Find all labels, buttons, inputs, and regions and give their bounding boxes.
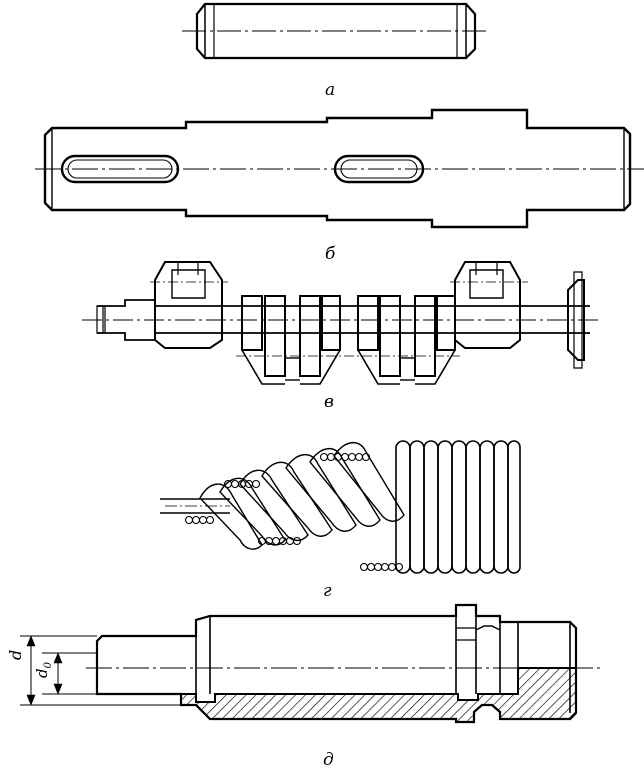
caption-d: д xyxy=(323,750,334,770)
caption-v: в xyxy=(324,392,334,412)
dimension-inner-diameter-label: d0 xyxy=(33,662,54,678)
crankshaft-drawing xyxy=(82,261,600,385)
inner-diameter-subscript: 0 xyxy=(43,662,54,669)
outer-diameter-letter: d xyxy=(6,649,25,660)
caption-g: г xyxy=(323,581,332,601)
caption-b: б xyxy=(325,244,336,264)
dimension-outer-diameter-label: d xyxy=(6,650,25,660)
smooth-axle-drawing xyxy=(182,2,490,60)
inner-diameter-letter: d xyxy=(33,668,51,678)
stepped-shaft-drawing xyxy=(35,108,644,229)
flexible-shaft-drawing xyxy=(160,440,521,574)
hollow-shaft-drawing xyxy=(20,603,600,724)
caption-a: а xyxy=(325,80,336,100)
